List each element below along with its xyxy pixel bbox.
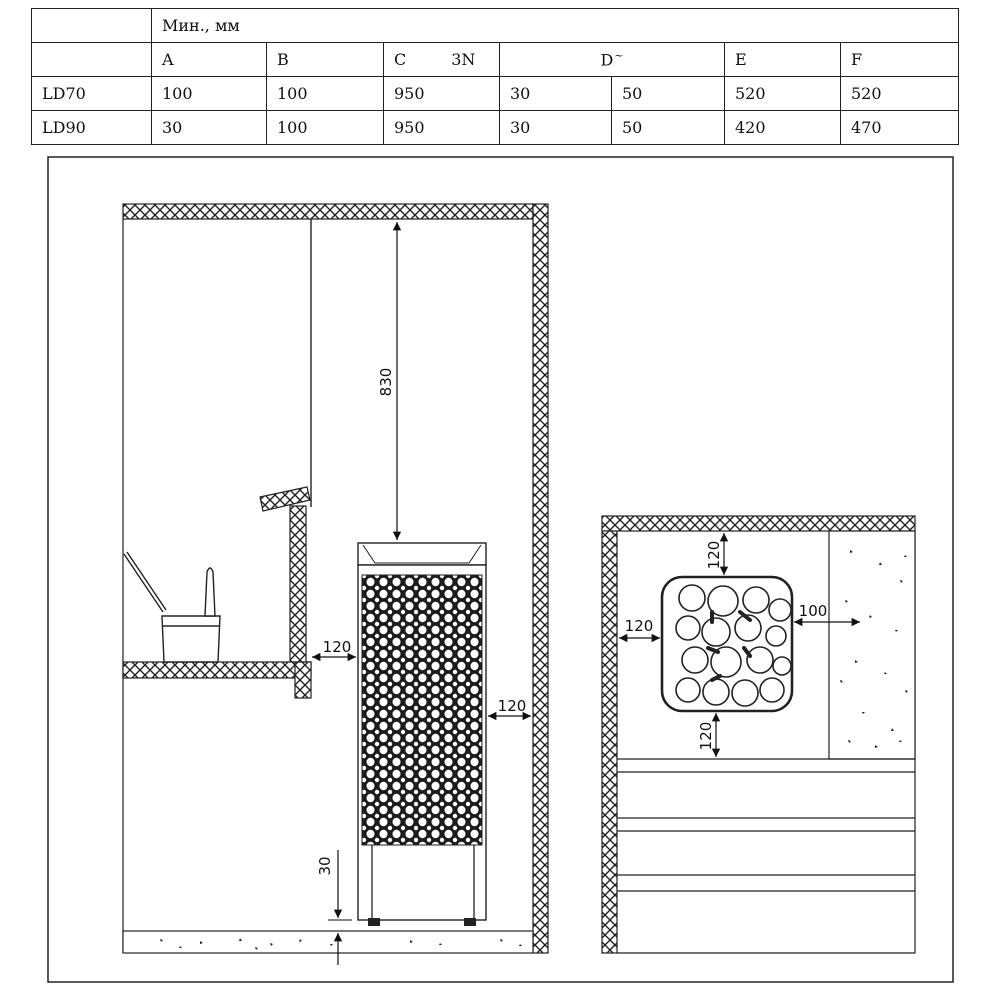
heater-stones <box>675 584 792 707</box>
table-cell: 100 <box>266 110 384 145</box>
side-wall <box>532 203 549 954</box>
table-cell: 100 <box>151 76 267 111</box>
row-model: LD90 <box>31 110 152 145</box>
dim-label-floor: 30 <box>316 856 334 875</box>
dim-label-wall: 120 <box>498 697 527 715</box>
dim-label-left: 120 <box>625 617 654 635</box>
heater <box>357 542 487 926</box>
dim-label-right: 100 <box>799 602 828 620</box>
column-f: F <box>839 42 960 77</box>
table-cell: 30 <box>151 110 267 145</box>
floor <box>122 930 534 954</box>
heater-top-cover <box>357 542 487 566</box>
top-view-wall-left <box>601 530 618 954</box>
table-cell: 420 <box>724 110 841 145</box>
table-cell: 950 <box>383 76 500 111</box>
table-cell: 50 <box>611 110 725 145</box>
bench-support <box>294 661 312 699</box>
ladle-icon <box>123 551 167 613</box>
bench <box>122 661 312 679</box>
heater-foot <box>464 918 476 926</box>
top-view: 120 120 100 120 <box>601 515 916 954</box>
column-d-letter: D <box>600 50 614 70</box>
bench-boards <box>617 758 915 892</box>
bucket-icon <box>161 567 221 663</box>
heater-foot <box>368 918 380 926</box>
table-cell: 950 <box>383 110 500 145</box>
table-row: LD90 30 100 950 30 50 420 470 <box>31 110 960 145</box>
heater-stone-grid <box>361 574 483 846</box>
drawing-frame <box>47 156 954 983</box>
top-view-wall-top <box>601 515 916 532</box>
backrest-post <box>289 505 307 663</box>
column-c-suffix: 3N <box>451 50 476 69</box>
table-cell: 50 <box>611 76 725 111</box>
table-cell: 470 <box>839 110 960 145</box>
dim-label-830: 830 <box>377 368 395 397</box>
column-c-letter: C <box>394 50 407 69</box>
heater-element-bars <box>706 610 752 682</box>
dim-label-bench: 120 <box>323 638 352 656</box>
backrest-board <box>259 486 311 512</box>
heater-lid-bevel <box>362 544 482 564</box>
side-view: 830 120 120 30 <box>122 203 549 965</box>
dim-label-top: 120 <box>705 541 723 570</box>
table-cell: 520 <box>839 76 960 111</box>
column-d-suffix: ~ <box>614 49 624 63</box>
ceiling-wall <box>122 203 534 220</box>
table-cell: 30 <box>499 110 612 145</box>
dim-label-bottom: 120 <box>697 722 715 751</box>
concrete-wall <box>828 530 916 760</box>
